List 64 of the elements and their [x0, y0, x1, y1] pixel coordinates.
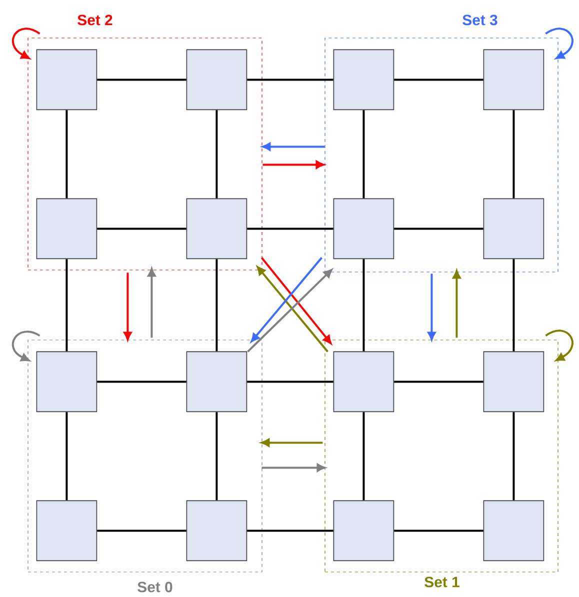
node-label: Set 3	[462, 14, 498, 26]
loop-arrow	[545, 330, 574, 362]
square-box	[333, 351, 394, 412]
square-box	[483, 49, 544, 110]
link-line	[216, 412, 218, 500]
link-line	[512, 110, 515, 198]
square-box	[36, 49, 98, 110]
link-line	[216, 259, 218, 352]
node-label: Set 2	[78, 14, 112, 26]
arrow	[124, 272, 132, 340]
link-line	[394, 228, 484, 230]
square-box	[186, 351, 248, 412]
arrow	[256, 266, 328, 352]
link-line	[97, 380, 186, 383]
square-box	[483, 198, 544, 260]
node-label: Set 0	[138, 582, 172, 592]
square-box	[186, 198, 248, 260]
loop-arrow	[12, 330, 40, 362]
square-box	[186, 49, 248, 110]
loop-arrow	[545, 28, 574, 60]
link-line	[394, 530, 484, 532]
arrow	[262, 142, 325, 151]
link-line	[512, 259, 515, 352]
set-region: Set 3	[324, 14, 558, 272]
link-line	[512, 412, 515, 500]
loop-arrow	[12, 28, 40, 60]
link-line	[394, 380, 484, 383]
link-line	[97, 78, 186, 81]
link-line	[362, 259, 365, 352]
arrow	[262, 160, 324, 169]
square-box	[333, 49, 394, 110]
link-line	[247, 78, 334, 81]
square-box	[483, 351, 544, 412]
link-line	[66, 412, 68, 500]
link-line	[247, 380, 334, 383]
arrow	[261, 438, 323, 447]
square-box	[333, 500, 394, 562]
arrow	[247, 269, 332, 352]
arrow	[260, 257, 332, 344]
link-line	[247, 228, 334, 230]
link-line	[66, 259, 68, 352]
square-box	[483, 500, 544, 562]
set-region: Set 1	[324, 340, 558, 588]
square-box	[186, 500, 248, 562]
link-line	[394, 78, 484, 81]
square-box	[36, 351, 98, 412]
arrow	[428, 274, 436, 340]
link-line	[66, 110, 68, 198]
set-region: Set 2	[28, 14, 262, 270]
link-line	[97, 228, 186, 230]
arrow	[452, 270, 461, 338]
square-box	[333, 198, 394, 260]
link-line	[362, 412, 365, 500]
square-box	[36, 198, 98, 260]
link-line	[247, 530, 334, 532]
set-region: Set 0	[28, 340, 262, 592]
arrow	[148, 268, 156, 338]
arrow	[262, 464, 326, 472]
arrow	[250, 257, 322, 342]
square-box	[36, 500, 98, 562]
link-line	[97, 530, 186, 532]
link-line	[362, 110, 365, 198]
node-label: Set 1	[424, 576, 460, 588]
link-line	[216, 110, 218, 198]
